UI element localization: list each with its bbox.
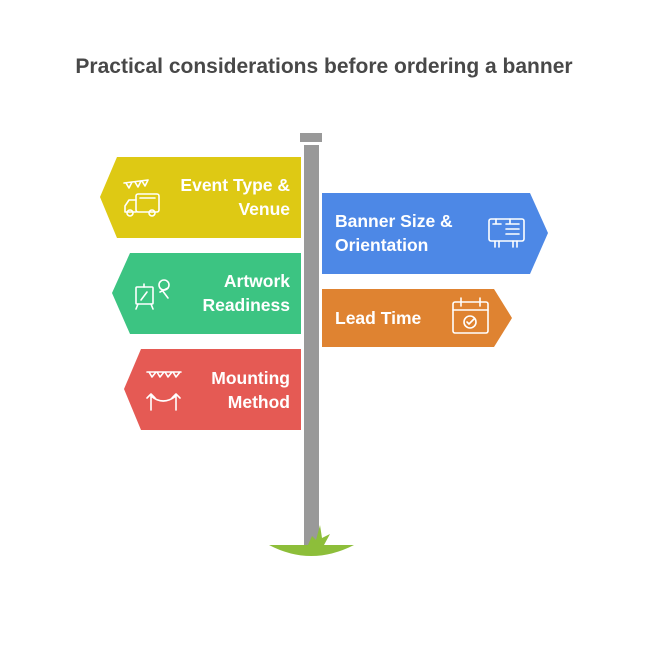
calendar-check-icon — [452, 297, 489, 334]
label-line: Banner Size & — [335, 211, 453, 231]
bunting-rope-icon — [146, 371, 182, 411]
sign-mounting-label: Mounting Method — [211, 366, 290, 414]
label-line: Orientation — [335, 235, 429, 255]
grass-tuft — [308, 525, 330, 545]
food-truck-icon — [123, 179, 160, 217]
billboard-icon — [488, 218, 525, 248]
sign-artwork[interactable] — [112, 253, 301, 334]
pole — [304, 145, 319, 547]
label-line: Mounting — [211, 368, 290, 388]
label-line: Event Type & — [180, 175, 290, 195]
grass-mound — [269, 545, 354, 556]
label-line: Readiness — [202, 295, 290, 315]
sign-mounting[interactable] — [124, 349, 301, 430]
sign-event-type-label: Event Type & Venue — [180, 173, 290, 221]
sign-event-type[interactable] — [100, 157, 301, 238]
label-line: Lead Time — [335, 308, 422, 328]
sign-lead-time-label: Lead Time — [335, 306, 421, 330]
sign-banner-size-label: Banner Size & Orientation — [335, 209, 453, 257]
label-line: Venue — [238, 199, 290, 219]
sign-banner-size[interactable] — [322, 193, 548, 274]
diagram-title: Practical considerations before ordering… — [75, 55, 573, 78]
label-line: Method — [227, 392, 290, 412]
easel-icon — [135, 279, 170, 310]
pole-cap — [300, 133, 322, 142]
label-line: Artwork — [223, 271, 290, 291]
sign-artwork-label: Artwork Readiness — [202, 269, 290, 317]
